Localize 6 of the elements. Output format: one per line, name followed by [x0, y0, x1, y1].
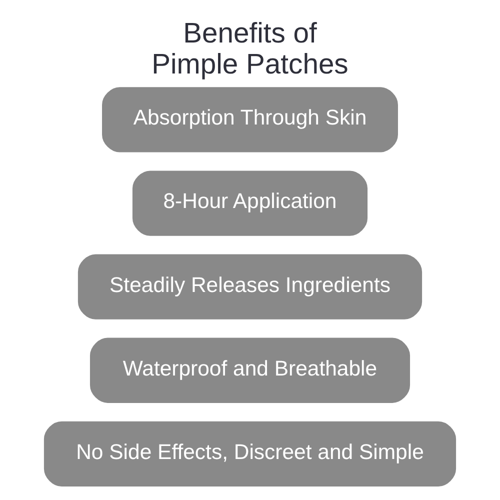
- node-box: 8-Hour Application: [132, 170, 368, 236]
- node-box: Steadily Releases Ingredients: [78, 254, 422, 320]
- node-box: Absorption Through Skin: [102, 87, 398, 152]
- node-box: No Side Effects, Discreet and Simple: [44, 421, 456, 486]
- diagram-title: Benefits of Pimple Patches: [152, 18, 348, 81]
- node-box: Waterproof and Breathable: [90, 338, 410, 403]
